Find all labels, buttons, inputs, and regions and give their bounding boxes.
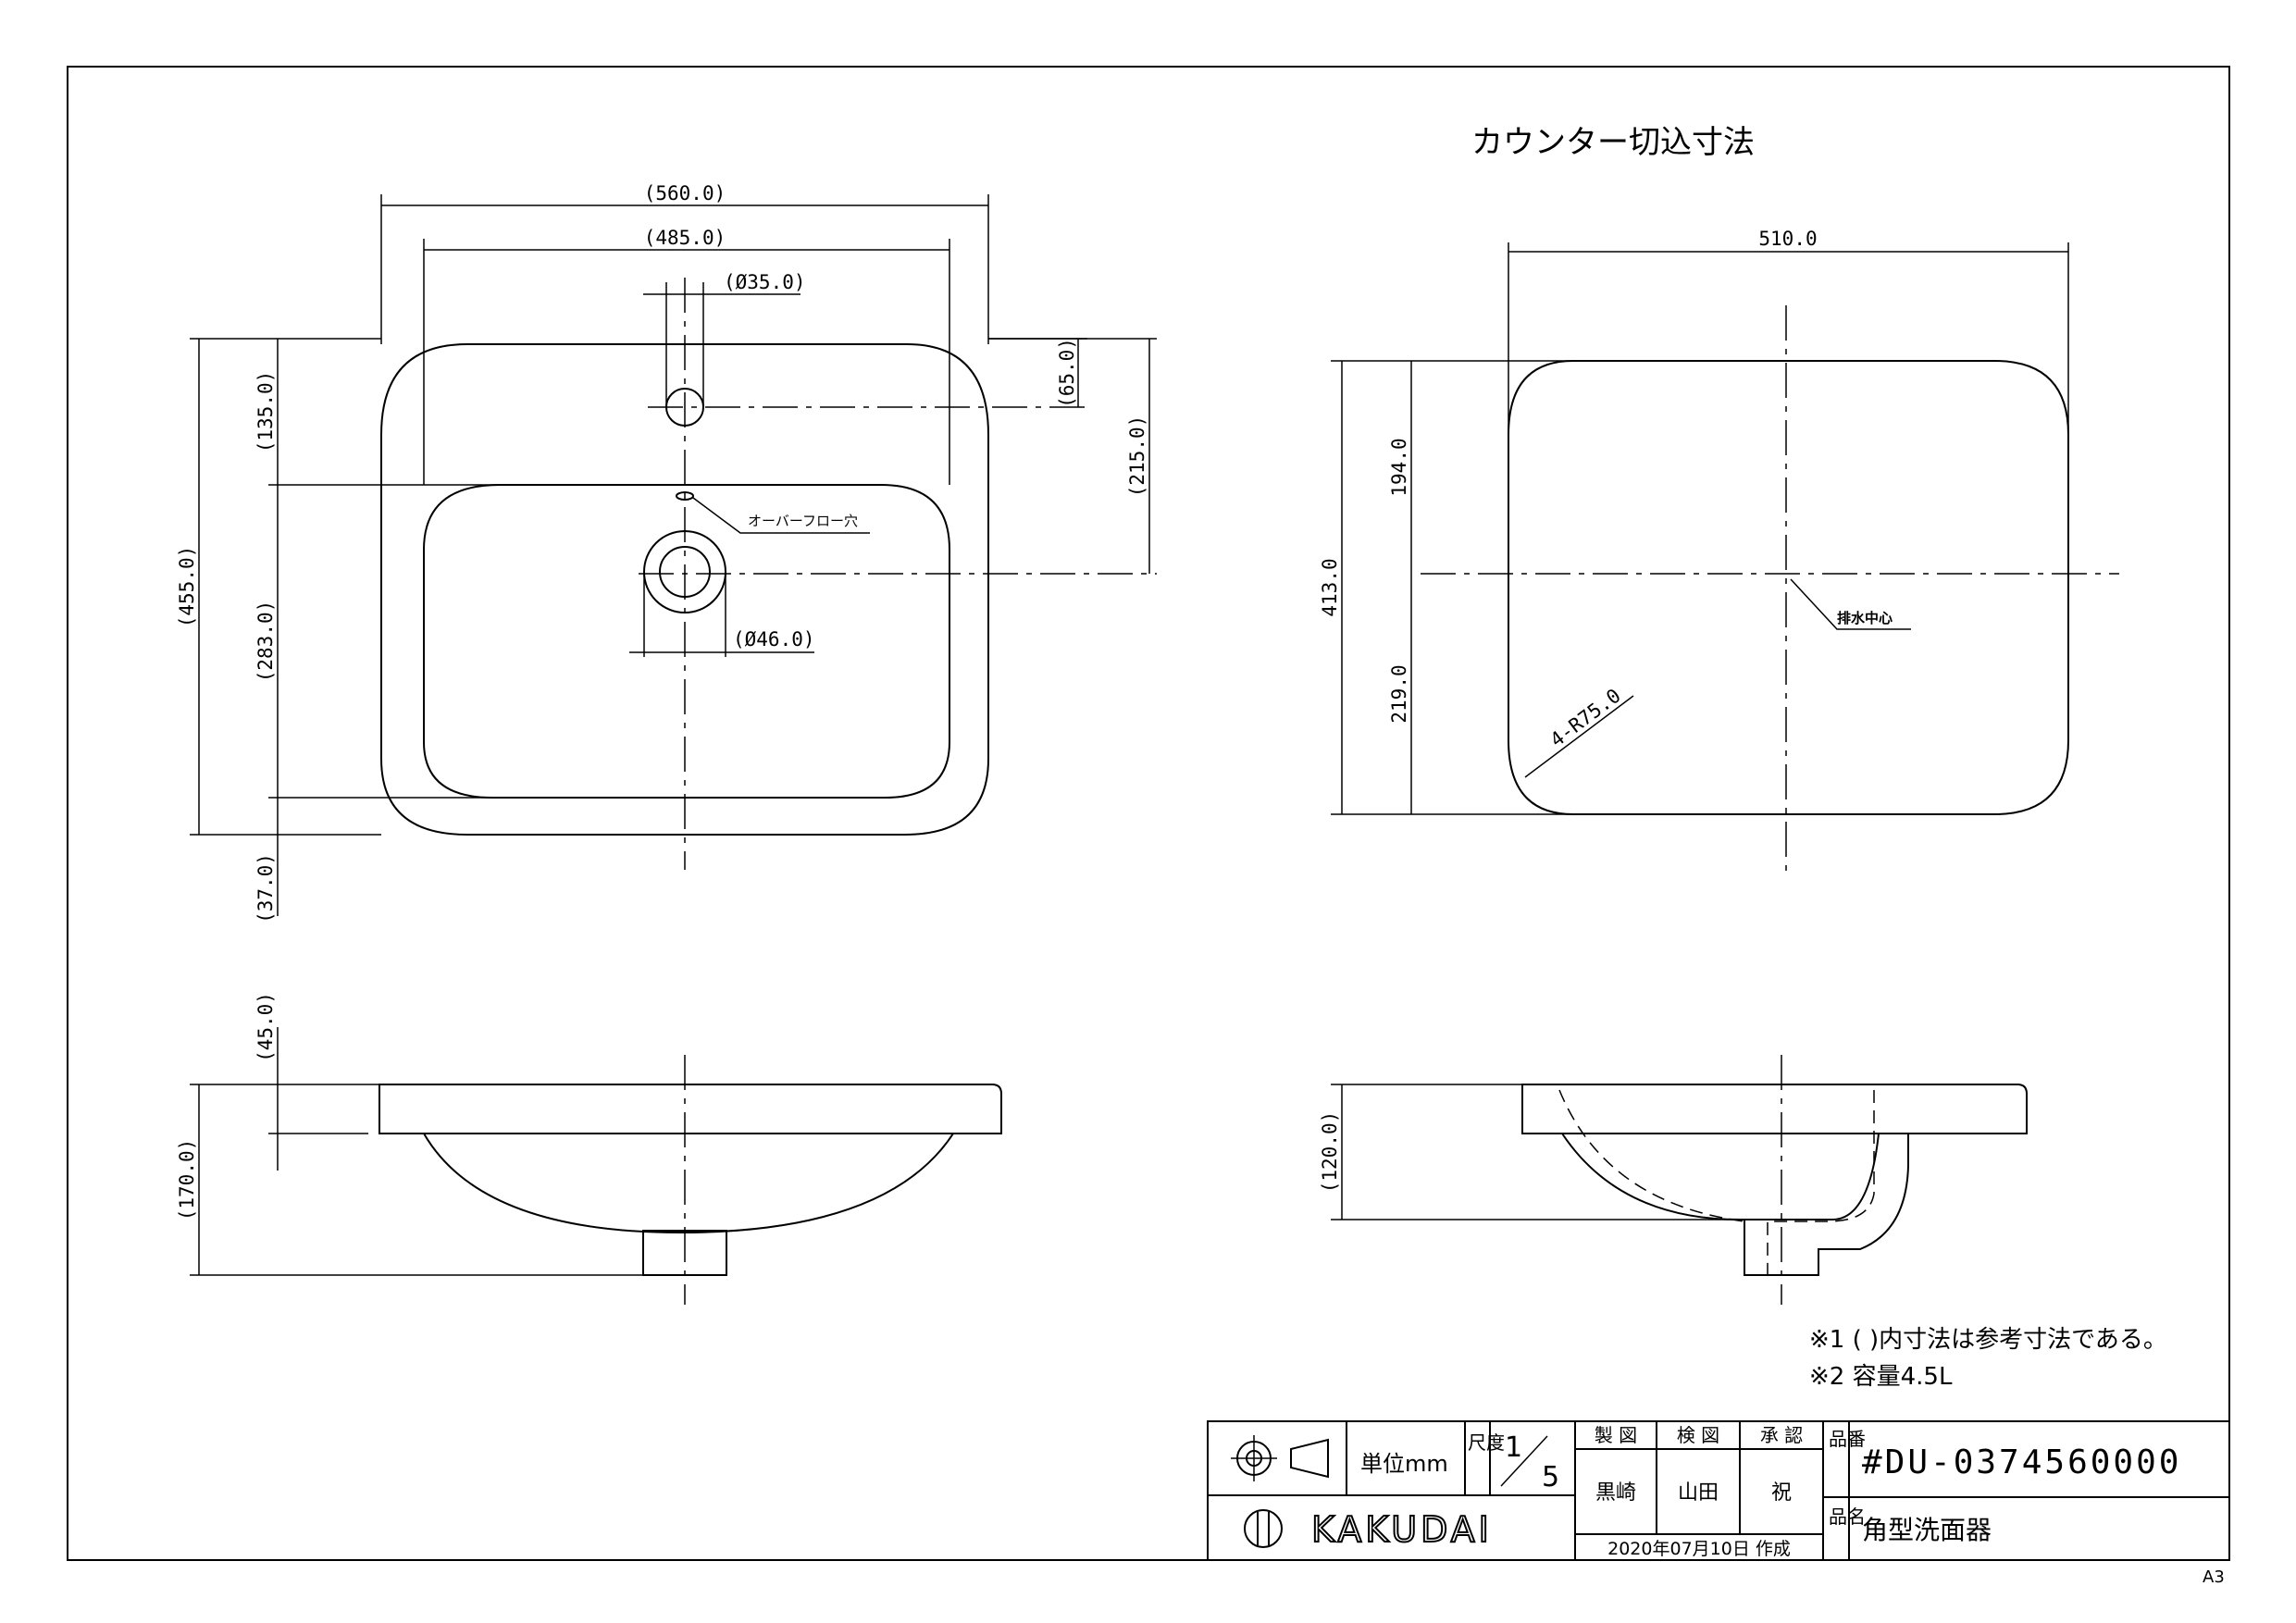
dim-cutout-front: 194.0 [1388, 438, 1410, 496]
dim-corner-radius: 4-R75.0 [1546, 685, 1625, 751]
dim-drain-hole: (Ø46.0) [733, 628, 815, 650]
drawn-by: 黒崎 [1595, 1481, 1636, 1505]
scale-numerator: 1 [1505, 1431, 1522, 1464]
checked-label: 検 図 [1677, 1424, 1719, 1446]
dim-width-bowl: (485.0) [644, 227, 726, 249]
drain-center-label: 排水中心 [1837, 610, 1893, 626]
approved-by: 祝 [1771, 1481, 1792, 1505]
part-no-label: 品番 [1829, 1428, 1866, 1450]
cutout-view [1331, 242, 2119, 874]
dim-width-outer: (560.0) [644, 182, 726, 204]
unit-label: 単位mm [1360, 1451, 1448, 1477]
sheet-size: A3 [2203, 1567, 2225, 1587]
scale-denominator: 5 [1542, 1461, 1559, 1493]
overflow-label: オーバーフロー穴 [748, 513, 858, 529]
scale-label: 尺度 [1468, 1431, 1505, 1454]
dim-rim-height: (45.0) [254, 992, 277, 1062]
dim-bowl-depth: (283.0) [254, 601, 277, 683]
side-view [1331, 1055, 2028, 1305]
note-2: ※2 容量4.5L [1809, 1363, 1953, 1391]
kakudai-logo: KAKUDAI [1244, 1508, 1493, 1551]
part-number: #DU-0374560000 [1862, 1443, 2181, 1481]
dim-cutout-width: 510.0 [1758, 228, 1817, 250]
dim-faucet-hole: (Ø35.0) [724, 271, 806, 293]
cutout-heading: カウンター切込寸法 [1471, 124, 1755, 161]
dim-faucet-offset: (65.0) [1056, 338, 1078, 408]
part-name: 角型洗面器 [1862, 1515, 1992, 1545]
part-name-label: 品名 [1829, 1505, 1866, 1528]
title-block: KAKUDAI [1207, 1420, 2230, 1561]
dim-depth-total: (455.0) [176, 546, 198, 628]
dim-side-height: (120.0) [1319, 1111, 1341, 1194]
front-view [190, 1027, 1002, 1305]
drawn-label: 製 図 [1595, 1424, 1637, 1446]
dim-cutout-back: 219.0 [1388, 664, 1410, 723]
top-view [190, 194, 1157, 916]
sheet-frame [67, 66, 2230, 1561]
drawing-date: 2020年07月10日 作成 [1607, 1539, 1791, 1559]
dim-drain-offset: (215.0) [1126, 415, 1148, 498]
brand-name: KAKUDAI [1311, 1509, 1493, 1550]
dim-cutout-depth: 413.0 [1319, 558, 1341, 616]
dim-total-height: (170.0) [176, 1139, 198, 1221]
dim-rim-front: (135.0) [254, 371, 277, 453]
approved-label: 承 認 [1760, 1424, 1803, 1446]
checked-by: 山田 [1678, 1481, 1719, 1505]
note-1: ※1 ( )内寸法は参考寸法である。 [1809, 1326, 2167, 1354]
dim-rim-back: (37.0) [254, 853, 277, 923]
